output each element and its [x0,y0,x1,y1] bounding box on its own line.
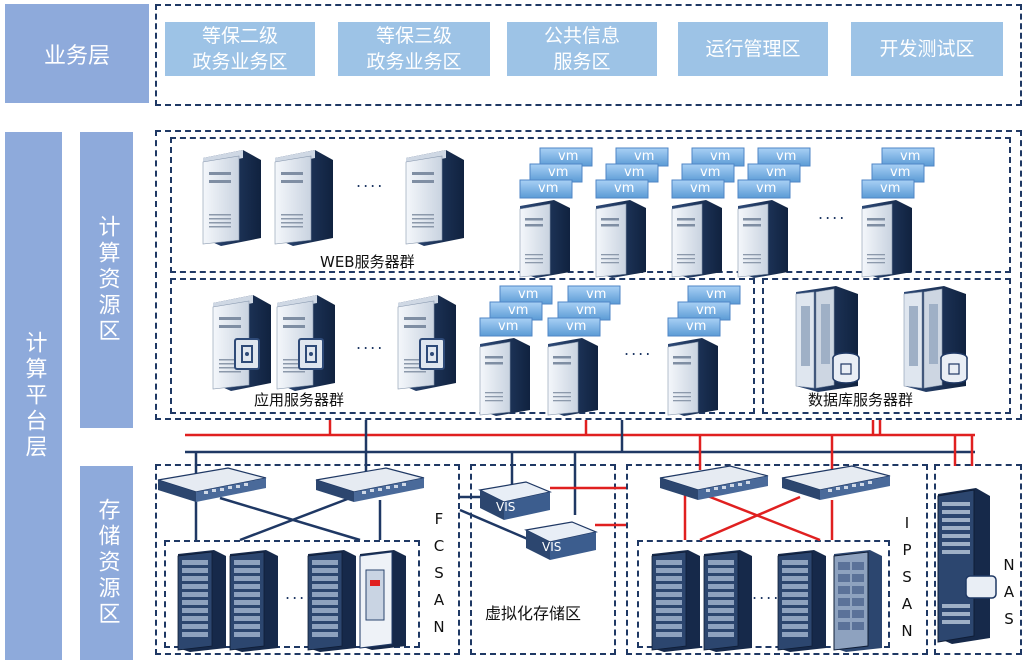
fcsan-box [155,464,460,655]
business-layer-text: 业务层 [43,43,110,69]
vm-label: vm [686,319,707,334]
ip-rack-3 [777,549,827,653]
web-server-3 [405,149,465,247]
vm-label: vm [690,181,711,196]
vm-label: vm [696,303,717,318]
app-group-box [170,278,755,414]
ip-rack-4 [833,550,882,652]
fcsan-storage-box [164,540,420,648]
vm-label: vm [756,181,777,196]
nas-device [937,488,997,644]
zone-level3: 等保三级 政务业务区 [338,22,490,76]
db-server-2 [903,285,968,393]
platform-layer-label: 计算平台层 [5,132,62,660]
app-server-3 [398,295,456,391]
vm-label: vm [706,287,727,302]
ip-rack-1 [651,549,701,653]
fcsan-label: FCSAN [430,510,448,645]
nas-box [934,464,1022,655]
vm-label: vm [538,181,559,196]
zone-level2: 等保二级 政务业务区 [165,22,315,76]
app-server-1 [213,295,271,391]
fc-rack-1 [177,549,227,653]
storage-area-text: 存储资源区 [94,498,120,628]
vis-device-2 [524,521,598,560]
business-layer-label: 业务层 [5,4,149,103]
web-server-1 [202,149,262,247]
vm-label: vm [508,303,529,318]
db-group-label: 数据库服务器群 [808,391,914,409]
ip-switch-1 [659,465,769,501]
virt-storage-label: 虚拟化存储区 [485,604,582,623]
vm-label: vm [548,165,569,180]
vm-label: vm [890,165,911,180]
virt-storage-box [470,464,616,655]
fc-switch-1 [157,467,267,503]
network-lines [185,420,975,542]
vm-label: vm [766,165,787,180]
app-vm-stacks [479,285,741,417]
vm-label: vm [776,149,797,164]
vis-label-1: VIS [496,500,516,514]
fc-rack-4 [359,550,406,650]
ipsan-label: IPSAN [898,514,916,649]
vm-label: vm [710,149,731,164]
ellipsis: .... [356,172,385,191]
fc-switch-2 [315,467,425,503]
ellipsis: .... [624,340,653,359]
zone-public-info: 公共信息 服务区 [507,22,657,76]
ip-switch-2 [781,465,891,501]
vm-label: vm [624,165,645,180]
vm-label: vm [700,165,721,180]
vis-device-1 [478,481,552,520]
app-server-2 [277,295,335,391]
vis-label-2: VIS [542,540,562,554]
vm-label: vm [614,181,635,196]
vm-label: vm [634,149,655,164]
db-group-box [762,278,1011,414]
vm-label: vm [498,319,519,334]
vm-label: vm [880,181,901,196]
platform-layer-text: 计算平台层 [21,331,47,461]
ellipsis: .... [752,584,781,603]
compute-area-text: 计算资源区 [94,215,120,345]
zone-ops: 运行管理区 [678,22,828,76]
vm-label: vm [558,149,579,164]
compute-area-box [155,130,1022,420]
ipsan-box [626,464,928,655]
compute-area-label: 计算资源区 [80,132,133,428]
web-vm-stacks [519,147,935,279]
ip-rack-2 [703,549,753,653]
app-group-label: 应用服务器群 [254,391,345,409]
ipsan-storage-box [637,540,890,648]
vm-label: vm [900,149,921,164]
fc-rack-2 [229,549,279,653]
business-layer-box [155,4,1022,106]
storage-area-label: 存储资源区 [80,466,133,660]
vm-label: vm [576,303,597,318]
web-group-box [170,137,1011,273]
vm-label: vm [566,319,587,334]
db-server-1 [795,285,860,393]
ellipsis: .... [818,204,847,223]
vm-label: vm [586,287,607,302]
nas-label: NAS [1000,556,1018,637]
fc-rack-3 [307,549,357,653]
ellipsis: .... [356,334,385,353]
web-server-2 [274,149,334,247]
zone-devtest: 开发测试区 [851,22,1003,76]
web-group-label: WEB服务器群 [320,253,415,271]
ellipsis: .... [285,584,314,603]
vm-label: vm [518,287,539,302]
